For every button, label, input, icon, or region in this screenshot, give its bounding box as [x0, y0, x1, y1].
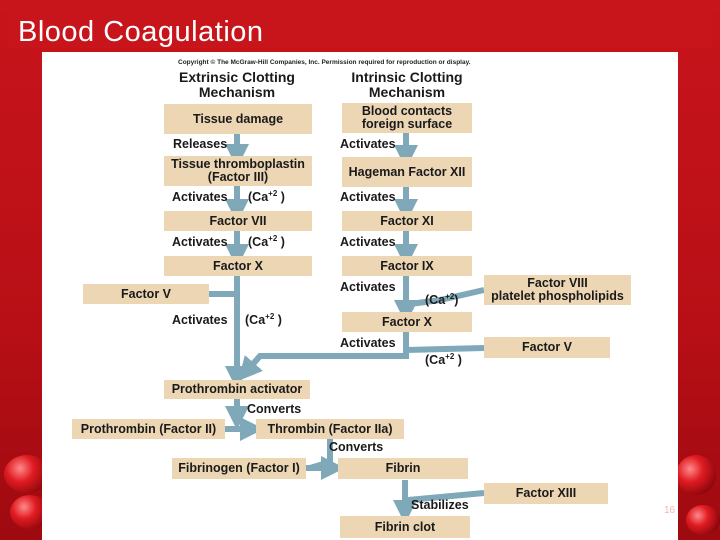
calcium-label-base: (Ca [425, 353, 446, 368]
activates-label: Activates [340, 280, 396, 294]
factor-x-right-box: Factor X [342, 312, 472, 332]
calcium-label-base: (Ca [425, 293, 446, 308]
fibrin-box: Fibrin [338, 458, 468, 479]
activates-label: Activates [340, 235, 396, 249]
factor-x-left-box: Factor X [164, 256, 312, 276]
converts-label: Converts [329, 440, 384, 454]
calcium-label-base: (Ca [245, 313, 266, 328]
extrinsic-heading: Extrinsic Clotting Mechanism [160, 70, 314, 100]
factor-xi-box: Factor XI [342, 211, 472, 231]
calcium-label-close: ) [274, 313, 282, 328]
converts-label: Converts [247, 402, 302, 416]
tissue-damage-box: Tissue damage [164, 104, 312, 134]
activates-label: Activates [340, 137, 396, 151]
calcium-label-close: ) [277, 190, 285, 205]
extrinsic-heading-line1: Extrinsic Clotting [179, 69, 295, 85]
calcium-label: (Ca+2) [425, 292, 458, 307]
calcium-label-base: (Ca [248, 190, 269, 205]
calcium-label: (Ca+2 ) [245, 312, 282, 327]
calcium-label-base: (Ca [248, 235, 269, 250]
factor-v-left-box: Factor V [83, 284, 209, 304]
extrinsic-heading-line2: Mechanism [198, 84, 276, 100]
activates-label: Activates [340, 190, 396, 204]
blood-contacts-box: Blood contacts foreign surface [342, 103, 472, 133]
activates-label: Activates [172, 235, 228, 249]
fibrin-clot-box: Fibrin clot [340, 516, 470, 538]
blood-contacts-line1: Blood contacts [361, 104, 453, 118]
hageman-factor-box: Hageman Factor XII [342, 157, 472, 187]
calcium-label-close: ) [277, 235, 285, 250]
calcium-label-close: ) [454, 293, 459, 308]
tissue-thromboplastin-box: Tissue thromboplastin (Factor III) [164, 156, 312, 186]
intrinsic-heading-line1: Intrinsic Clotting [351, 69, 463, 85]
calcium-label-charge: +2 [445, 352, 455, 361]
factor-v-right-box: Factor V [484, 337, 610, 358]
activates-label: Activates [172, 190, 228, 204]
activates-label: Activates [172, 313, 228, 327]
prothrombin-activator-box: Prothrombin activator [164, 380, 310, 399]
stabilizes-label: Stabilizes [411, 498, 469, 512]
thrombin-box: Thrombin (Factor IIa) [256, 419, 404, 439]
factor-viii-line1: Factor VIII [527, 276, 588, 290]
intrinsic-heading: Intrinsic Clotting Mechanism [330, 70, 484, 100]
calcium-label-charge: +2 [265, 312, 275, 321]
copyright-notice: Copyright © The McGraw-Hill Companies, I… [178, 59, 471, 66]
intrinsic-heading-line2: Mechanism [368, 84, 446, 100]
fibrinogen-box: Fibrinogen (Factor I) [172, 458, 306, 479]
calcium-label-close: ) [454, 353, 462, 368]
activates-label: Activates [340, 336, 396, 350]
calcium-label-charge: +2 [268, 234, 278, 243]
calcium-label-charge: +2 [268, 189, 278, 198]
factor-xiii-box: Factor XIII [484, 483, 608, 504]
tissue-thromboplastin-line2: (Factor III) [207, 170, 269, 184]
page-number: 16 [664, 505, 676, 516]
releases-label: Releases [173, 137, 228, 151]
title-bar [8, 14, 712, 48]
slide-title: Blood Coagulation [18, 16, 264, 48]
calcium-label: (Ca+2 ) [248, 189, 285, 204]
calcium-label-charge: +2 [445, 292, 455, 301]
factor-vii-box: Factor VII [164, 211, 312, 231]
tissue-thromboplastin-line1: Tissue thromboplastin [171, 157, 305, 171]
blood-cell-decoration [676, 455, 716, 495]
factor-ix-box: Factor IX [342, 256, 472, 276]
prothrombin-box: Prothrombin (Factor II) [72, 419, 225, 439]
calcium-label: (Ca+2 ) [425, 352, 462, 367]
factor-viii-line2: platelet phospholipids [491, 289, 624, 303]
blood-cell-decoration [686, 505, 720, 535]
factor-viii-box: Factor VIII platelet phospholipids [484, 275, 631, 305]
blood-contacts-line2: foreign surface [361, 117, 453, 131]
calcium-label: (Ca+2 ) [248, 234, 285, 249]
